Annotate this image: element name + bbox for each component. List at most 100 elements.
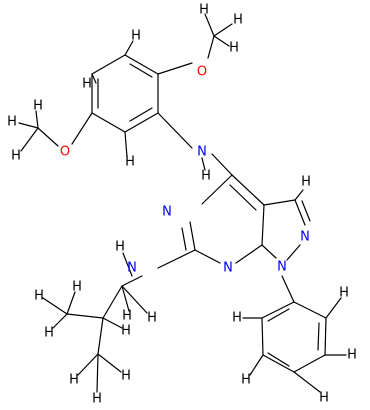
bond xyxy=(129,107,153,122)
hydrogen-label: H xyxy=(301,175,311,190)
bond xyxy=(294,189,304,201)
bond xyxy=(324,317,327,356)
hydrogen-label: H xyxy=(72,280,82,295)
hydrogen-label: H xyxy=(122,309,132,324)
hydrogen-label: H xyxy=(121,324,131,339)
bond xyxy=(102,285,123,319)
hydrogen-label: H xyxy=(121,369,131,384)
bond xyxy=(124,54,159,75)
hydrogen-label: H xyxy=(201,169,211,184)
bond xyxy=(121,285,148,314)
bond xyxy=(194,249,221,264)
bond xyxy=(229,184,257,211)
bond xyxy=(20,127,39,152)
bond xyxy=(122,252,133,277)
bond xyxy=(261,301,295,319)
hydrogen-label: H xyxy=(232,311,242,326)
bond xyxy=(66,313,104,319)
bond xyxy=(286,244,301,261)
nitrogen-label: N xyxy=(197,145,207,160)
bond xyxy=(52,313,68,329)
hydrogen-label: H xyxy=(241,373,251,388)
hydrogen-label: H xyxy=(69,373,79,388)
bond xyxy=(261,317,264,356)
bond xyxy=(294,199,306,226)
nitrogen-label: N xyxy=(162,205,172,220)
bond xyxy=(263,199,296,206)
bond xyxy=(35,110,39,129)
bond xyxy=(293,301,327,319)
bond xyxy=(201,157,206,171)
bond xyxy=(91,54,126,75)
hydrogen-label: H xyxy=(34,289,44,304)
hydrogen-label: H xyxy=(131,29,141,44)
bond xyxy=(96,353,99,393)
bond xyxy=(124,40,134,56)
bond xyxy=(204,13,215,37)
bond xyxy=(18,122,39,129)
hydrogen-label: H xyxy=(33,99,43,114)
bond xyxy=(293,354,326,373)
bond xyxy=(97,317,104,355)
hydrogen-label: H xyxy=(339,286,349,301)
oxygen-label: O xyxy=(60,145,70,160)
hydrogen-label: H xyxy=(11,149,21,164)
bond xyxy=(129,63,153,78)
bond xyxy=(201,174,233,205)
bond xyxy=(231,174,265,206)
bonds xyxy=(18,13,347,393)
bond xyxy=(42,297,68,315)
oxygen-label: O xyxy=(197,65,207,80)
bond xyxy=(267,352,290,367)
bond xyxy=(189,221,196,251)
hydrogen-label: H xyxy=(7,115,17,130)
bond xyxy=(281,275,295,303)
bond xyxy=(325,297,342,319)
bond xyxy=(97,353,122,373)
bond xyxy=(37,127,59,147)
bond xyxy=(91,112,126,133)
bond xyxy=(261,244,277,259)
bond xyxy=(301,200,311,222)
bond xyxy=(77,353,99,376)
bond xyxy=(124,112,159,133)
atom-labels: O O N N N N N N H H H H H H H H H H H H … xyxy=(7,3,357,407)
hydrogen-label: H xyxy=(229,41,239,56)
nitrogen-label: N xyxy=(223,261,233,276)
bond xyxy=(262,354,295,373)
hydrogen-label: H xyxy=(147,311,157,326)
bond xyxy=(124,131,128,158)
hydrogen-label: H xyxy=(82,77,92,92)
hydrogen-label: H xyxy=(125,155,135,170)
hydrogen-label: H xyxy=(199,3,209,18)
hydrogen-label: H xyxy=(92,392,102,407)
bond xyxy=(317,322,320,351)
bond xyxy=(267,308,290,322)
bond xyxy=(157,249,196,269)
hydrogen-label: H xyxy=(44,326,54,341)
nitrogen-label: N xyxy=(277,260,287,275)
bond xyxy=(121,275,143,287)
bond xyxy=(293,371,321,393)
bond xyxy=(211,153,233,176)
hydrogen-label: H xyxy=(115,240,125,255)
bond xyxy=(157,62,193,75)
bond xyxy=(181,227,187,251)
bond xyxy=(207,35,215,59)
bond xyxy=(91,73,97,84)
bond xyxy=(157,112,193,149)
bond xyxy=(235,244,263,264)
hydrogen-label: H xyxy=(233,13,243,28)
bond xyxy=(213,23,233,37)
hydrogen-label: H xyxy=(347,348,357,363)
bond xyxy=(66,291,76,315)
bond xyxy=(102,317,123,329)
hydrogen-label: H xyxy=(319,391,329,406)
bond xyxy=(71,112,93,145)
nitrogen-label: N xyxy=(127,261,137,276)
bond xyxy=(261,204,265,246)
nitrogen-label: N xyxy=(300,230,310,245)
bond xyxy=(213,35,230,47)
